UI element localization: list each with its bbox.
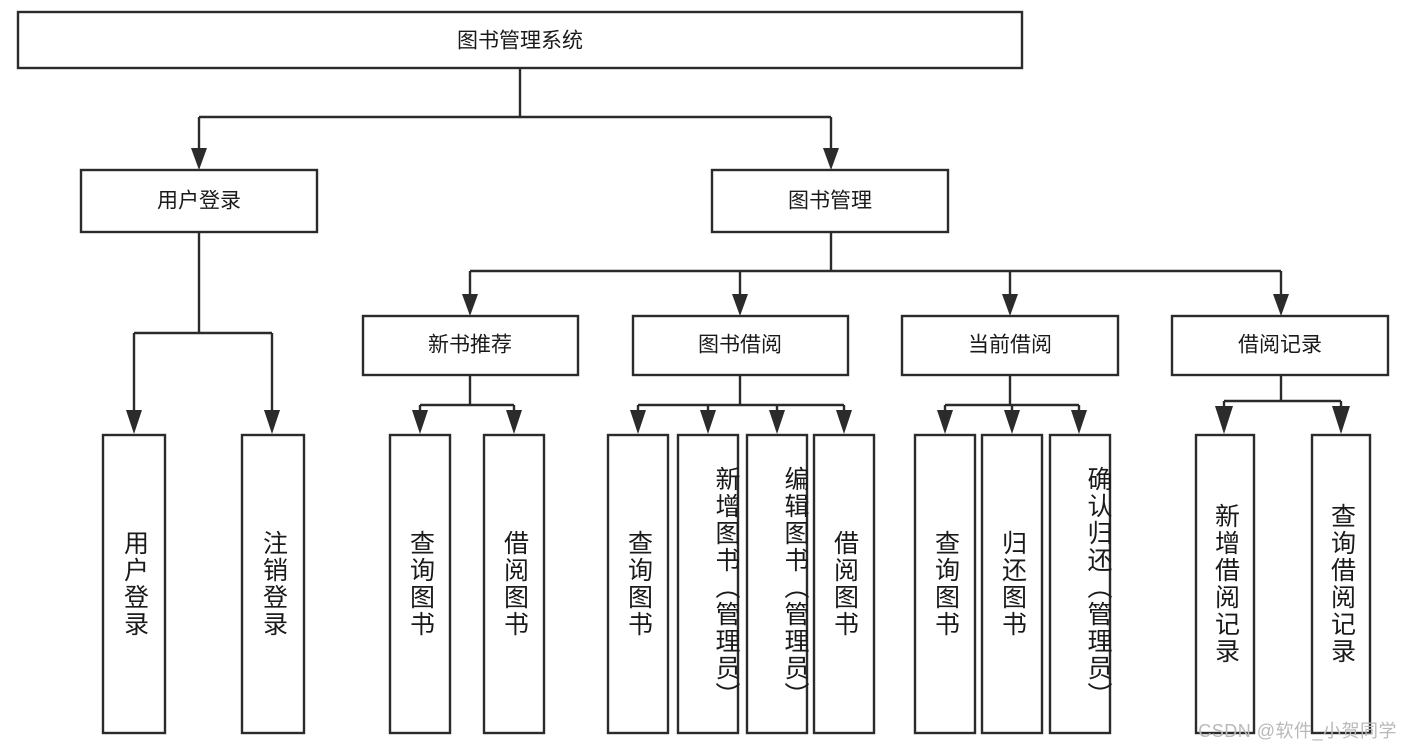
connectors-newbook-to-leaves [412, 375, 522, 434]
leaf-box-query-book-2[interactable] [606, 433, 670, 735]
leaf-box-borrow-book-2[interactable] [812, 433, 876, 735]
node-book-borrow-label: 图书借阅 [698, 334, 782, 357]
leaf-box-add-book-admin[interactable] [676, 433, 740, 735]
leaf-box-query-record[interactable] [1310, 433, 1372, 735]
node-user-login-label: 用户登录 [157, 190, 241, 213]
node-root-system[interactable]: 图书管理系统 [16, 10, 1024, 70]
leaf-box-user-login[interactable] [101, 433, 167, 735]
node-current-borrow-label: 当前借阅 [968, 334, 1052, 357]
connectors-borrowrecords-to-leaves [1215, 375, 1350, 434]
leaf-box-query-book-1[interactable] [388, 433, 452, 735]
leaf-boxes [101, 433, 1372, 735]
node-current-borrow[interactable]: 当前借阅 [900, 314, 1120, 377]
connectors-bookmgmt-to-level3 [462, 232, 1289, 316]
leaf-box-return-book[interactable] [980, 433, 1044, 735]
connectors-userlogin-to-leaves [126, 232, 280, 434]
leaf-box-borrow-book-1[interactable] [482, 433, 546, 735]
node-book-management-label: 图书管理 [788, 190, 872, 213]
connectors-bookborrow-to-leaves [630, 375, 852, 434]
leaf-box-edit-book-admin[interactable] [745, 433, 809, 735]
node-user-login[interactable]: 用户登录 [79, 168, 319, 234]
node-book-management[interactable]: 图书管理 [710, 168, 950, 234]
node-book-borrow[interactable]: 图书借阅 [631, 314, 850, 377]
leaf-box-confirm-return[interactable] [1048, 433, 1112, 735]
node-borrow-records-label: 借阅记录 [1238, 334, 1322, 357]
leaf-box-query-book-3[interactable] [913, 433, 977, 735]
leaf-box-logout[interactable] [240, 433, 306, 735]
node-borrow-records[interactable]: 借阅记录 [1170, 314, 1390, 377]
node-root-label: 图书管理系统 [457, 30, 583, 53]
leaf-box-add-record[interactable] [1194, 433, 1256, 735]
connectors-currentborrow-to-leaves [937, 375, 1087, 434]
connectors-root-to-level2 [191, 68, 839, 170]
csdn-watermark: CSDN @软件_小贺同学 [1198, 721, 1397, 741]
node-new-book-recommend[interactable]: 新书推荐 [361, 314, 580, 377]
node-new-book-recommend-label: 新书推荐 [428, 334, 512, 357]
